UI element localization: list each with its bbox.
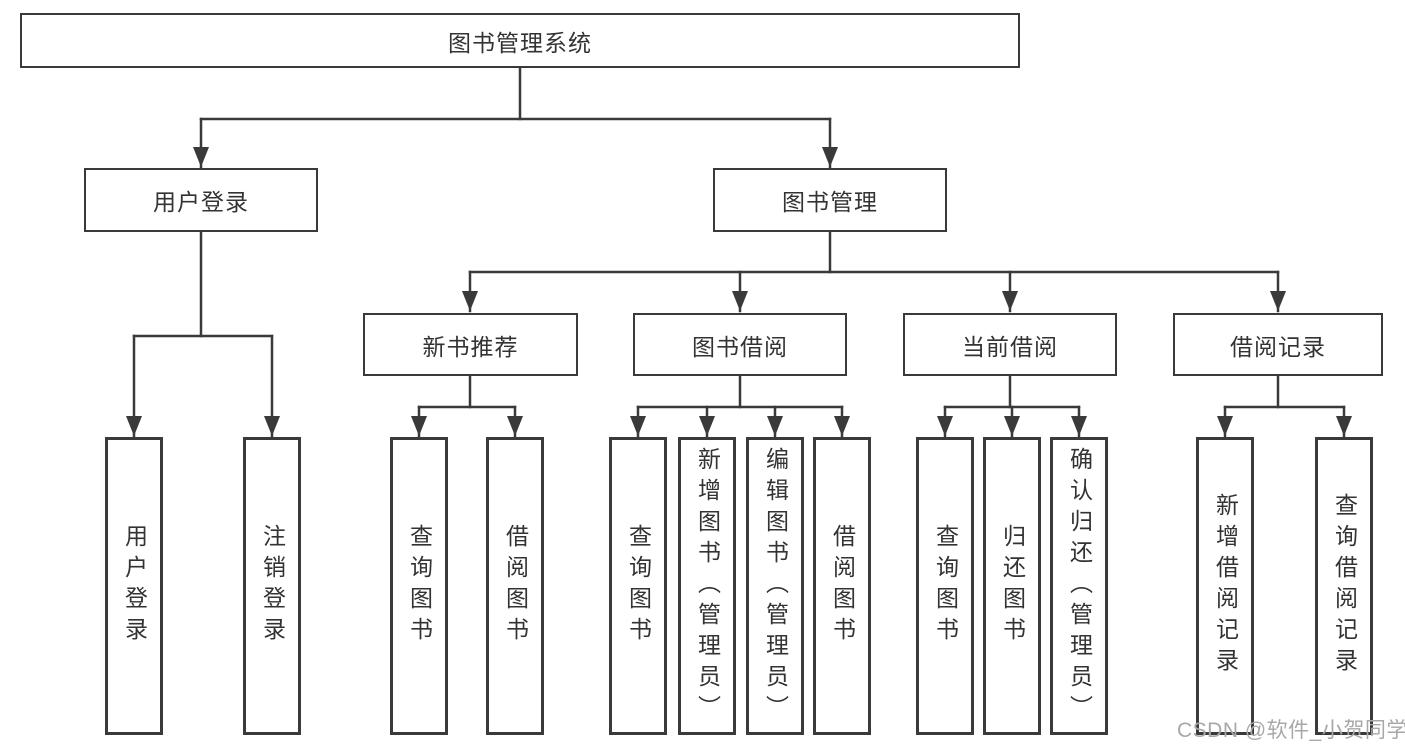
leaf-user-login: 用户登录 bbox=[105, 437, 163, 735]
csdn-watermark: CSDN @软件_小贺同学 bbox=[1177, 719, 1405, 742]
leaf-bb-edit-books-admin: 编辑图书（管理员） bbox=[746, 437, 804, 735]
node-user-login-label: 用户登录 bbox=[153, 189, 249, 215]
leaf-bb-add-books-admin: 新增图书（管理员） bbox=[678, 437, 736, 735]
leaf-cb-query-books: 查询图书 bbox=[916, 437, 974, 735]
leaf-cb-return-books: 归还图书 bbox=[983, 437, 1041, 735]
leaf-br-query-record-label: 查询借阅记录 bbox=[1331, 493, 1358, 679]
leaf-bb-borrow-books: 借阅图书 bbox=[813, 437, 871, 735]
node-borrowing-records: 借阅记录 bbox=[1173, 313, 1383, 376]
leaf-br-add-record: 新增借阅记录 bbox=[1196, 437, 1254, 735]
leaf-cb-return-books-label: 归还图书 bbox=[999, 524, 1026, 648]
leaf-br-add-record-label: 新增借阅记录 bbox=[1212, 493, 1239, 679]
node-new-book-recommend-label: 新书推荐 bbox=[422, 333, 519, 360]
leaf-bb-query-books: 查询图书 bbox=[609, 437, 667, 735]
node-current-borrowing: 当前借阅 bbox=[903, 313, 1117, 376]
leaf-logout-label: 注销登录 bbox=[259, 524, 286, 648]
leaf-bb-edit-books-admin-label: 编辑图书（管理员） bbox=[762, 446, 789, 726]
node-borrowing-records-label: 借阅记录 bbox=[1230, 333, 1326, 360]
node-book-management-label: 图书管理 bbox=[782, 189, 878, 215]
node-root: 图书管理系统 bbox=[20, 13, 1020, 68]
node-book-borrowing: 图书借阅 bbox=[633, 313, 847, 376]
leaf-nbr-query-books-label: 查询图书 bbox=[406, 524, 433, 648]
leaf-nbr-borrow-books-label: 借阅图书 bbox=[502, 524, 529, 648]
node-current-borrowing-label: 当前借阅 bbox=[962, 333, 1058, 360]
leaf-logout: 注销登录 bbox=[243, 437, 301, 735]
node-book-borrowing-label: 图书借阅 bbox=[692, 333, 788, 360]
node-root-label: 图书管理系统 bbox=[448, 29, 592, 56]
leaf-cb-confirm-return-admin: 确认归还（管理员） bbox=[1050, 437, 1108, 735]
leaf-cb-query-books-label: 查询图书 bbox=[932, 524, 959, 648]
leaf-cb-confirm-return-admin-label: 确认归还（管理员） bbox=[1066, 446, 1093, 726]
leaf-nbr-borrow-books: 借阅图书 bbox=[486, 437, 544, 735]
leaf-bb-borrow-books-label: 借阅图书 bbox=[829, 524, 856, 648]
leaf-bb-query-books-label: 查询图书 bbox=[625, 524, 652, 648]
node-new-book-recommend: 新书推荐 bbox=[363, 313, 578, 376]
leaf-br-query-record: 查询借阅记录 bbox=[1315, 437, 1373, 735]
leaf-nbr-query-books: 查询图书 bbox=[390, 437, 448, 735]
leaf-user-login-label: 用户登录 bbox=[121, 524, 148, 648]
node-book-management: 图书管理 bbox=[713, 168, 947, 232]
leaf-bb-add-books-admin-label: 新增图书（管理员） bbox=[694, 446, 721, 726]
node-user-login: 用户登录 bbox=[84, 168, 318, 232]
